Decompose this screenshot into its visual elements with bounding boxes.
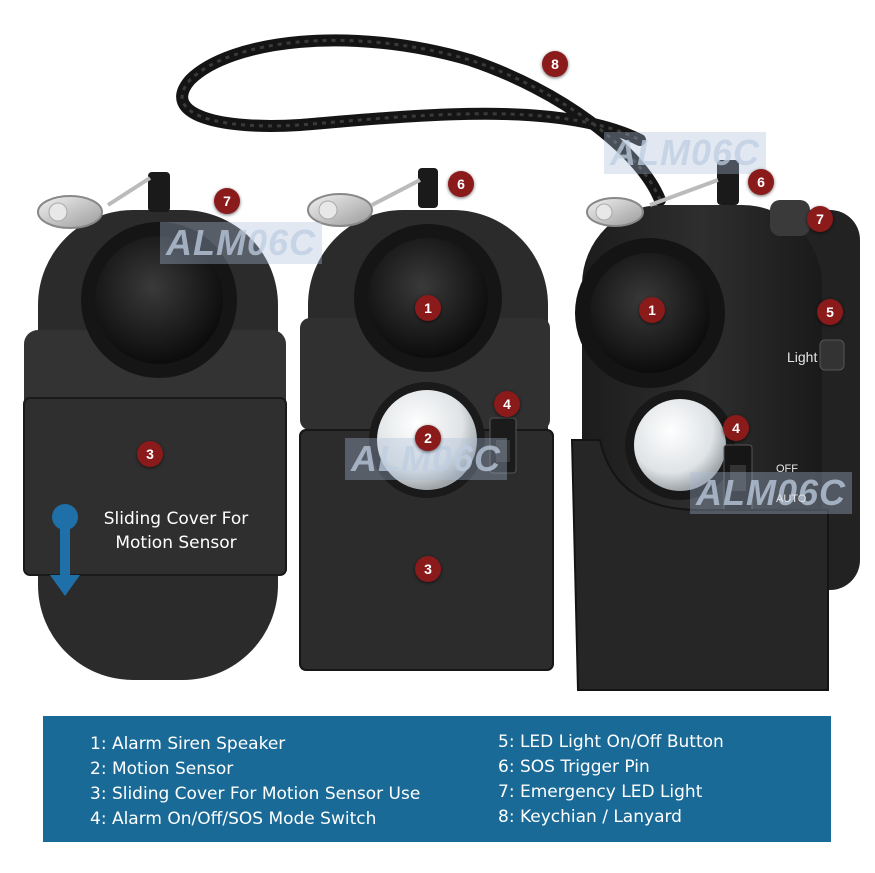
legend-panel: 1: Alarm Siren Speaker 2: Motion Sensor … xyxy=(43,716,831,842)
sliding-cover-callout: Sliding Cover For Motion Sensor xyxy=(86,507,266,555)
badge-4-switch: 4 xyxy=(723,415,749,441)
badge-1-speaker: 1 xyxy=(639,297,665,323)
badge-4-switch: 4 xyxy=(494,391,520,417)
legend-item: 3: Sliding Cover For Motion Sensor Use xyxy=(90,784,421,804)
badge-6-pin: 6 xyxy=(748,169,774,195)
legend-item: 7: Emergency LED Light xyxy=(498,782,703,802)
callout-line-2: Motion Sensor xyxy=(115,533,237,553)
watermark: ALM06C xyxy=(604,132,767,174)
legend-item: 8: Keychian / Lanyard xyxy=(498,807,682,827)
badge-3-cover: 3 xyxy=(137,441,163,467)
legend-item: 5: LED Light On/Off Button xyxy=(498,732,724,752)
alarm-device-front-open xyxy=(299,168,554,671)
callout-line-1: Sliding Cover For xyxy=(103,509,249,529)
badge-7-led: 7 xyxy=(807,206,833,232)
badge-2-sensor: 2 xyxy=(415,425,441,451)
legend-item: 1: Alarm Siren Speaker xyxy=(90,734,286,754)
badge-5-light-button: 5 xyxy=(817,299,843,325)
light-label: Light xyxy=(787,349,818,365)
watermark: ALM06C xyxy=(690,472,853,514)
watermark: ALM06C xyxy=(345,438,508,480)
badge-3-cover: 3 xyxy=(415,556,441,582)
off-label: OFF xyxy=(776,463,798,475)
lanyard xyxy=(176,34,666,206)
watermark: ALM06C xyxy=(160,222,323,264)
badge-8-lanyard: 8 xyxy=(542,51,568,77)
legend-item: 4: Alarm On/Off/SOS Mode Switch xyxy=(90,809,377,829)
badge-7-led: 7 xyxy=(214,188,240,214)
badge-6-pin: 6 xyxy=(448,171,474,197)
legend-left-column: 1: Alarm Siren Speaker 2: Motion Sensor … xyxy=(90,732,420,832)
legend-item: 6: SOS Trigger Pin xyxy=(498,757,650,777)
auto-label: AUTO xyxy=(776,493,807,505)
badge-1-speaker: 1 xyxy=(415,295,441,321)
legend-right-column: 5: LED Light On/Off Button 6: SOS Trigge… xyxy=(498,730,724,830)
legend-item: 2: Motion Sensor xyxy=(90,759,234,779)
alarm-device-side-view xyxy=(570,160,860,691)
alarm-device-front-closed xyxy=(23,172,287,680)
